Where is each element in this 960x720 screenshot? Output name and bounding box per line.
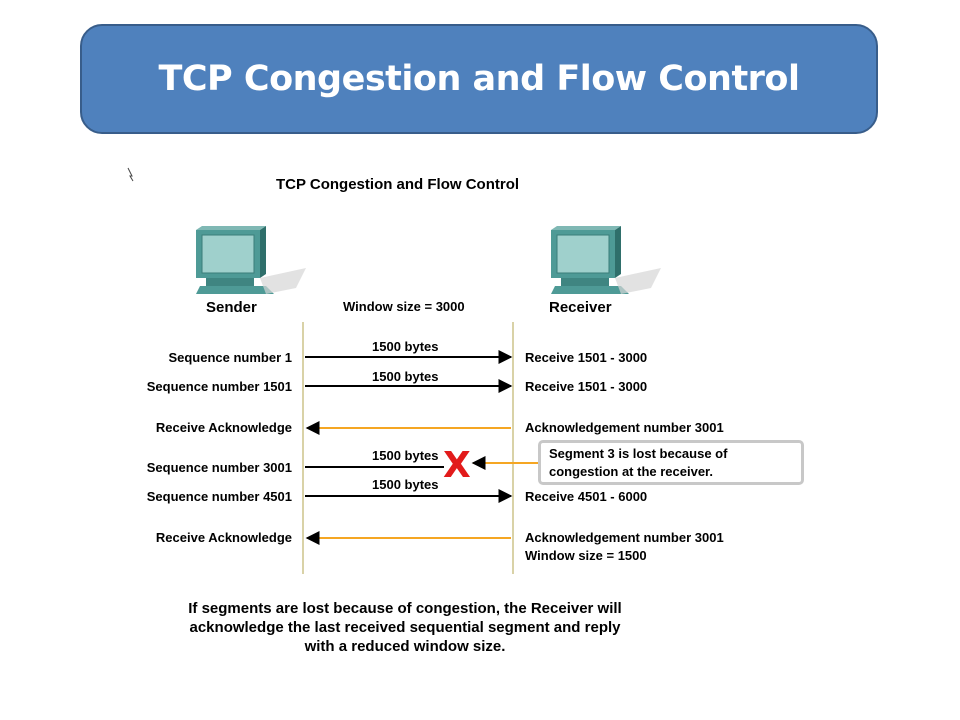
- receiver-row-label: Receive 4501 - 6000: [525, 489, 648, 504]
- sender-row-label: Sequence number 3001: [146, 460, 292, 475]
- receiver-row-label: Receive 1501 - 3000: [525, 350, 648, 365]
- caption-line: acknowledge the last received sequential…: [189, 619, 621, 636]
- slide-title-box: TCP Congestion and Flow Control: [80, 24, 878, 134]
- lost-segment-callout: Segment 3 is lost because of congestion …: [538, 440, 804, 485]
- cursor-icon: [127, 167, 134, 182]
- arrow-layer: [305, 350, 513, 545]
- sender-row-label: Receive Acknowledge: [155, 530, 292, 545]
- arrow-label: 1500 bytes: [372, 339, 439, 354]
- caption-line: If segments are lost because of congesti…: [188, 600, 622, 617]
- diagram-title: TCP Congestion and Flow Control: [276, 176, 520, 193]
- lost-segment-x-icon: X: [443, 445, 471, 486]
- sender-row-label: Receive Acknowledge: [155, 420, 292, 435]
- sender-row-label: Sequence number 1: [168, 350, 292, 365]
- receiver-window-size-label: Window size = 1500: [525, 548, 647, 563]
- window-size-label: Window size = 3000: [343, 299, 465, 314]
- sender-row-label: Sequence number 1501: [146, 379, 292, 394]
- sender-computer-icon: [196, 226, 306, 294]
- sender-row-label: Sequence number 4501: [146, 489, 292, 504]
- arrow-label: 1500 bytes: [372, 448, 439, 463]
- receiver-row-label: Acknowledgement number 3001: [525, 420, 724, 435]
- diagram-caption: If segments are lost because of congesti…: [120, 599, 690, 656]
- caption-line: with a reduced window size.: [304, 638, 506, 655]
- sender-label: Sender: [206, 299, 257, 316]
- receiver-row-label: Acknowledgement number 3001: [525, 530, 724, 545]
- slide-title: TCP Congestion and Flow Control: [158, 59, 800, 99]
- arrow-label: 1500 bytes: [372, 477, 439, 492]
- arrow-label: 1500 bytes: [372, 369, 439, 384]
- callout-line-2: congestion at the receiver.: [549, 464, 714, 479]
- callout-line-1: Segment 3 is lost because of: [549, 446, 728, 461]
- receiver-computer-icon: [551, 226, 661, 294]
- receiver-row-label: Receive 1501 - 3000: [525, 379, 648, 394]
- receiver-label: Receiver: [549, 299, 612, 316]
